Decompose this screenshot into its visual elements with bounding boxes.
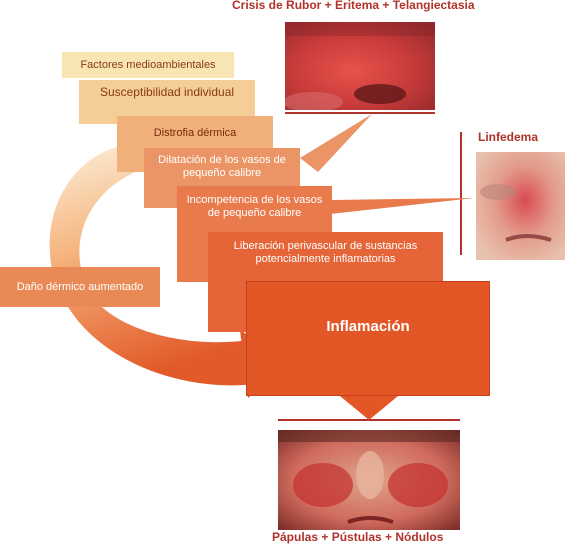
bottom-caption: Pápulas + Pústulas + Nódulos [272,530,444,544]
box-inflamacion: Inflamación [246,281,490,396]
photo-nose-svg [285,22,435,110]
box-factores-medioambientales: Factores medioambientales [62,52,234,78]
photo-linfedema [476,152,565,260]
pointer-dilatacion [300,114,372,172]
photo-linfedema-svg [476,152,565,260]
label-dano-dermico: Daño dérmico aumentado [0,267,160,307]
arc-shape [49,146,268,386]
pointer-incompetencia [330,198,474,214]
photo-face-svg [278,430,460,530]
photo-nose-erythema [285,22,435,110]
inflammation-arrow [340,396,398,420]
side-caption: Linfedema [478,130,539,144]
photo-face-papules [278,430,460,530]
top-caption: Crisis de Rubor + Eritema + Telangiectas… [232,0,475,12]
